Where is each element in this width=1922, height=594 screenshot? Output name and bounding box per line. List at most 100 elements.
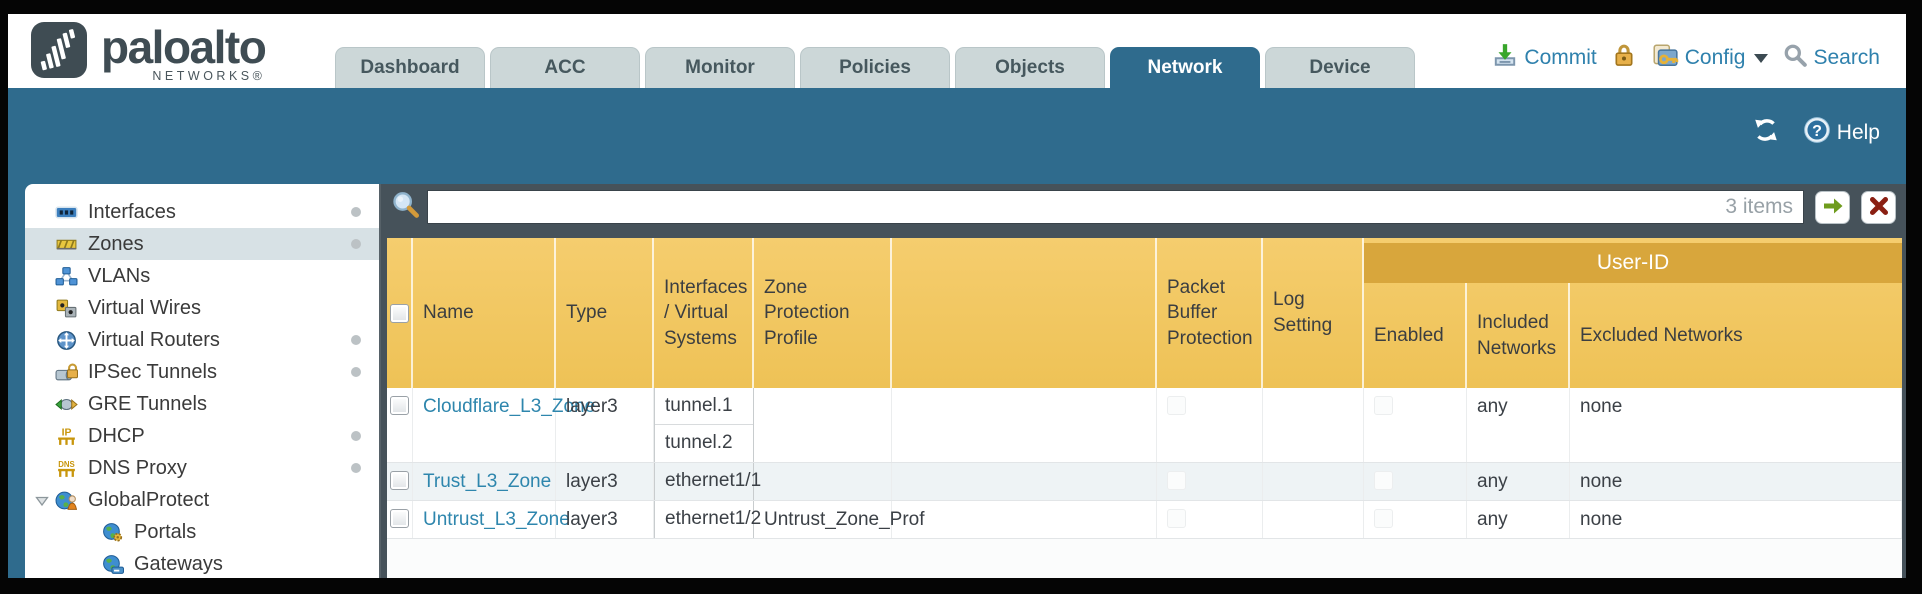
row-select-cell: [387, 388, 413, 462]
zone-name-link[interactable]: Trust_L3_Zone: [423, 471, 552, 492]
user-id-column-group: User-ID Enabled Included Networks Exclud…: [1364, 238, 1902, 388]
svg-text:?: ?: [1812, 122, 1822, 140]
filter-bar: 3 items: [381, 184, 1906, 230]
zone-name-link[interactable]: Cloudflare_L3_Zone: [423, 396, 596, 417]
lock-icon[interactable]: [1612, 42, 1636, 74]
col-header-name[interactable]: Name: [413, 238, 556, 388]
tab-dashboard[interactable]: Dashboard: [335, 47, 485, 88]
sidebar-item-zones[interactable]: Zones: [25, 228, 379, 260]
zone-protection-profile: Untrust_Zone_Prof: [754, 501, 925, 538]
row-checkbox[interactable]: [390, 396, 409, 415]
help-button[interactable]: ? Help: [1802, 115, 1880, 151]
sidebar-item-portals[interactable]: Portals: [25, 516, 379, 548]
row-select-cell: [387, 463, 413, 500]
search-icon: [1783, 43, 1808, 73]
sidebar-item-virtual-wires[interactable]: Virtual Wires: [25, 292, 379, 324]
interface-name: tunnel.2: [665, 432, 733, 453]
select-all-checkbox[interactable]: [389, 303, 409, 323]
sidebar-item-label: VLANs: [88, 264, 151, 287]
commit-button[interactable]: Commit: [1492, 42, 1597, 74]
tab-device[interactable]: Device: [1265, 47, 1415, 88]
zone-name-cell: Untrust_L3_Zone: [413, 501, 570, 538]
col-header-interfaces[interactable]: Interfaces / Virtual Systems: [654, 238, 754, 388]
col-header-excluded-networks[interactable]: Excluded Networks: [1580, 324, 1743, 346]
sidebar-item-virtual-routers[interactable]: Virtual Routers: [25, 324, 379, 356]
sidebar-item-globalprotect[interactable]: GlobalProtect: [25, 484, 379, 516]
clear-filter-button[interactable]: [1861, 190, 1896, 224]
sidebar-item-label: Virtual Routers: [88, 328, 220, 351]
interface-name: tunnel.1: [655, 388, 753, 425]
user-id-enabled-checkbox: [1374, 509, 1393, 528]
apply-filter-button[interactable]: [1815, 190, 1850, 224]
packet-buffer-checkbox: [1167, 471, 1186, 490]
user-id-enabled-checkbox: [1374, 396, 1393, 415]
col-header-packet-buffer-protection[interactable]: Packet Buffer Protection: [1157, 238, 1263, 388]
expander-icon[interactable]: [34, 492, 50, 508]
interfaces-icon: [55, 202, 79, 223]
col-header-included-networks[interactable]: Included Networks: [1467, 283, 1570, 388]
portals-icon: [101, 522, 125, 543]
sidebar-item-label: IPSec Tunnels: [88, 360, 217, 383]
zones-table: Name Type Interfaces / Virtual Systems Z…: [387, 238, 1902, 578]
tab-network[interactable]: Network: [1110, 47, 1260, 88]
excluded-networks: none: [1570, 463, 1902, 500]
sidebar-item-label: Interfaces: [88, 200, 176, 223]
config-icon: [1651, 42, 1679, 74]
paloalto-logo: paloalto NETWORKS®: [30, 21, 267, 84]
items-count: 3 items: [1725, 195, 1793, 218]
config-button[interactable]: Config: [1651, 42, 1769, 74]
config-label: Config: [1684, 46, 1746, 69]
row-checkbox[interactable]: [390, 471, 409, 490]
user-id-enabled-cell: [1364, 388, 1467, 462]
blank-cell: [892, 501, 1157, 538]
row-select-cell: [387, 501, 413, 538]
col-header-log-setting[interactable]: Log Setting: [1263, 238, 1364, 388]
zone-type: layer3: [556, 501, 654, 538]
caret-down-icon: [1754, 53, 1769, 63]
sidebar-item-ipsec-tunnels[interactable]: IPSec Tunnels: [25, 356, 379, 388]
zone-interfaces: tunnel.1 tunnel.2: [654, 388, 754, 462]
sidebar-item-label: Zones: [88, 232, 144, 255]
refresh-icon[interactable]: [1752, 116, 1780, 150]
tab-policies[interactable]: Policies: [800, 47, 950, 88]
filter-input[interactable]: [428, 191, 1803, 223]
blank-cell: [892, 463, 1157, 500]
virtual-wires-icon: [55, 298, 79, 319]
excluded-networks: none: [1570, 501, 1902, 538]
svg-text:DNS: DNS: [58, 459, 75, 468]
ipsec-tunnels-icon: [55, 362, 79, 383]
gre-tunnels-icon: [55, 394, 79, 415]
col-header-enabled[interactable]: Enabled: [1364, 283, 1467, 388]
included-networks: any: [1467, 463, 1570, 500]
included-networks: any: [1467, 388, 1570, 462]
table-header: Name Type Interfaces / Virtual Systems Z…: [387, 238, 1902, 388]
commit-icon: [1492, 42, 1518, 74]
teal-band: ? Help: [8, 88, 1906, 184]
sidebar-item-gateways[interactable]: Gateways: [25, 548, 379, 578]
status-dot: [351, 239, 361, 249]
zone-type: layer3: [556, 463, 654, 500]
sidebar-item-vlans[interactable]: VLANs: [25, 260, 379, 292]
col-header-zone-protection-profile[interactable]: Zone Protection Profile: [754, 238, 892, 388]
zone-name-link[interactable]: Untrust_L3_Zone: [423, 509, 570, 530]
tab-objects[interactable]: Objects: [955, 47, 1105, 88]
search-button[interactable]: Search: [1783, 43, 1880, 73]
zone-name-cell: Trust_L3_Zone: [413, 463, 556, 500]
col-header-type[interactable]: Type: [556, 238, 654, 388]
help-icon: ?: [1802, 115, 1832, 151]
sidebar-item-interfaces[interactable]: Interfaces: [25, 196, 379, 228]
row-checkbox[interactable]: [390, 509, 409, 528]
tab-acc[interactable]: ACC: [490, 47, 640, 88]
user-id-enabled-cell: [1364, 463, 1467, 500]
packet-buffer-protection-cell: [1157, 388, 1263, 462]
sidebar-item-label: Portals: [134, 520, 197, 543]
tab-monitor[interactable]: Monitor: [645, 47, 795, 88]
sidebar-item-gre-tunnels[interactable]: GRE Tunnels: [25, 388, 379, 420]
log-setting: [1263, 463, 1364, 500]
